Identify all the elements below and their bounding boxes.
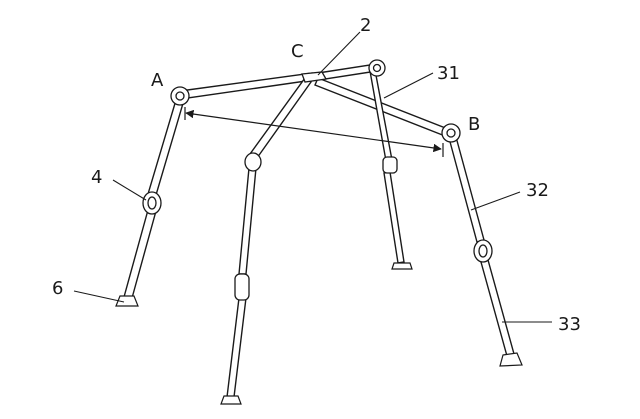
label-part-6: 6	[52, 278, 63, 299]
corner-joint-back	[368, 59, 386, 77]
dimension-line-a-b	[184, 107, 444, 157]
leader-31	[383, 72, 434, 99]
roof-bar-c-to-front	[248, 77, 312, 159]
back-leg	[369, 69, 413, 270]
leader-2	[317, 31, 361, 76]
leader-4	[112, 179, 147, 201]
front-leg	[220, 152, 262, 405]
label-part-4: 4	[91, 167, 102, 188]
label-part-2: 2	[360, 15, 371, 36]
leg-b	[448, 136, 523, 367]
corner-joint-a	[170, 86, 190, 106]
label-point-b: B	[468, 114, 480, 135]
label-point-a: A	[151, 70, 164, 91]
leader-lines	[73, 31, 552, 323]
leader-6	[73, 290, 125, 303]
center-hub-c	[301, 71, 328, 83]
corner-joint-b	[441, 123, 461, 143]
label-part-31: 31	[437, 63, 460, 84]
label-part-33: 33	[558, 314, 581, 335]
label-part-32: 32	[526, 180, 549, 201]
leg-a	[115, 99, 185, 307]
label-point-c: C	[291, 41, 304, 62]
leader-32	[470, 191, 521, 211]
